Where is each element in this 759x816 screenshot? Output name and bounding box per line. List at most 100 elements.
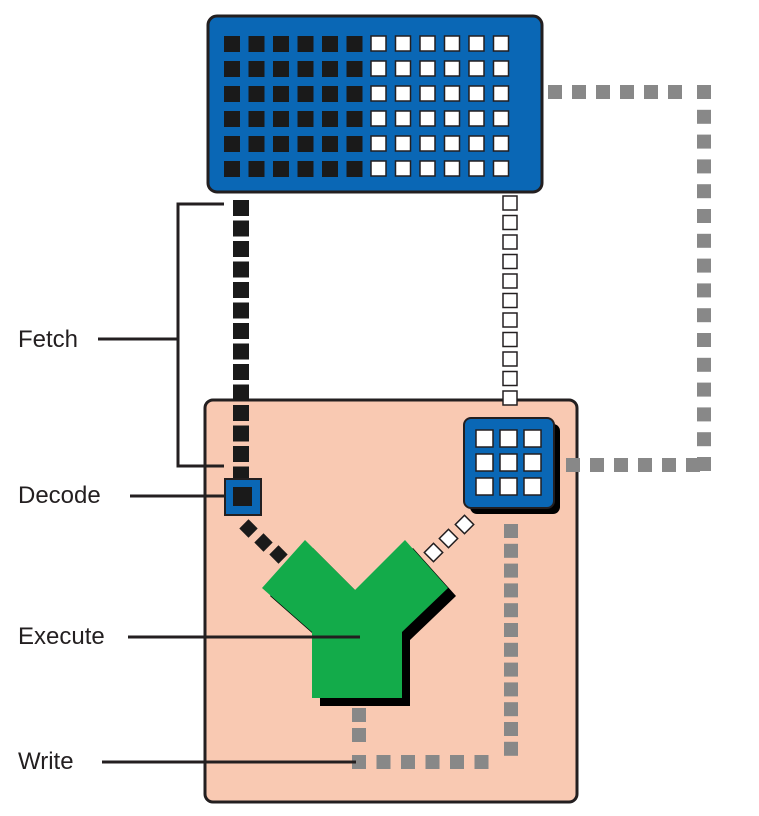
path-square [504, 702, 518, 717]
path-square [697, 283, 711, 298]
path-square [620, 85, 634, 99]
write-label: Write [18, 748, 74, 775]
path-square [566, 458, 580, 472]
memory-cell [468, 160, 485, 177]
memory-cell [224, 111, 240, 127]
memory-cell [248, 61, 265, 77]
path-square [504, 603, 518, 618]
register-cell [475, 429, 494, 448]
memory-cell [419, 135, 436, 152]
y-shaped-alu-icon [262, 540, 456, 706]
path-square [502, 253, 518, 270]
path-square [548, 85, 562, 99]
path-square [233, 220, 249, 237]
path-square [504, 642, 518, 657]
memory-cell [224, 136, 240, 152]
memory-cell [346, 136, 363, 152]
memory-cell [322, 61, 338, 77]
path-square [454, 514, 475, 535]
memory-cell [370, 60, 387, 77]
path-square [269, 545, 288, 564]
path-square [474, 755, 489, 769]
memory-cell [224, 36, 240, 52]
path-square [697, 258, 711, 273]
path-square [697, 457, 711, 471]
path-square [502, 370, 518, 387]
fetch-label: Fetch [18, 326, 78, 353]
memory-cell [394, 110, 412, 127]
memory-cell [297, 36, 314, 52]
memory-cell [370, 160, 387, 177]
fetch-path [233, 200, 249, 483]
path-square [233, 200, 249, 216]
path-square [697, 308, 711, 323]
path-square [233, 241, 249, 257]
register-cell [499, 429, 518, 448]
path-square [254, 533, 273, 552]
memory-cell [468, 60, 485, 77]
register-cell [523, 477, 542, 496]
path-square [504, 543, 518, 558]
memory-cell [322, 136, 338, 152]
path-square [662, 458, 676, 472]
write-path [352, 524, 518, 769]
memory-cell [394, 160, 412, 177]
memory-cell [297, 136, 314, 152]
path-square [502, 273, 518, 289]
path-square [239, 519, 258, 538]
memory-cell [370, 85, 387, 102]
memory-cell [468, 35, 485, 52]
memory-cell [443, 35, 461, 52]
data-path-register-side [566, 458, 700, 472]
memory-cell [443, 110, 461, 127]
path-register-to-alu [423, 514, 475, 563]
path-square [644, 85, 658, 99]
memory-grid-icon [224, 35, 510, 177]
memory-cell [224, 161, 240, 177]
memory-cell [248, 111, 265, 127]
register-cell [523, 453, 542, 472]
path-square [233, 323, 249, 339]
path-square [697, 184, 711, 199]
memory-cell [443, 85, 461, 102]
path-square [401, 755, 415, 769]
path-square [572, 85, 586, 99]
memory-cell [322, 86, 338, 102]
memory-cell [468, 135, 485, 152]
memory-cell [273, 136, 289, 152]
memory-cell [346, 86, 363, 102]
path-square [590, 458, 604, 472]
memory-cell [419, 110, 436, 127]
memory-cell [273, 36, 289, 52]
memory-cell [273, 86, 289, 102]
path-square [502, 390, 518, 406]
memory-cell [248, 86, 265, 102]
path-square [668, 85, 682, 99]
path-square [502, 312, 518, 328]
path-square [504, 741, 518, 756]
memory-cell [370, 35, 387, 52]
path-square [233, 261, 249, 278]
memory-cell [443, 160, 461, 177]
path-square [450, 755, 464, 769]
memory-cell [394, 85, 412, 102]
path-square [233, 384, 249, 401]
path-square [697, 159, 711, 174]
memory-cell [346, 111, 363, 127]
path-square [233, 282, 249, 298]
path-square [502, 351, 518, 367]
register-cell [475, 453, 494, 472]
memory-cell [419, 60, 436, 77]
memory-cell [492, 60, 510, 77]
data-path-memory-to-register-white [502, 195, 518, 406]
register-cell [499, 453, 518, 472]
path-decoder-to-alu [239, 519, 288, 564]
memory-cell [468, 85, 485, 102]
path-square [233, 302, 249, 319]
memory-cell [297, 161, 314, 177]
memory-cell [419, 160, 436, 177]
memory-cell [273, 161, 289, 177]
decode-label: Decode [18, 482, 101, 509]
path-square [697, 382, 711, 397]
